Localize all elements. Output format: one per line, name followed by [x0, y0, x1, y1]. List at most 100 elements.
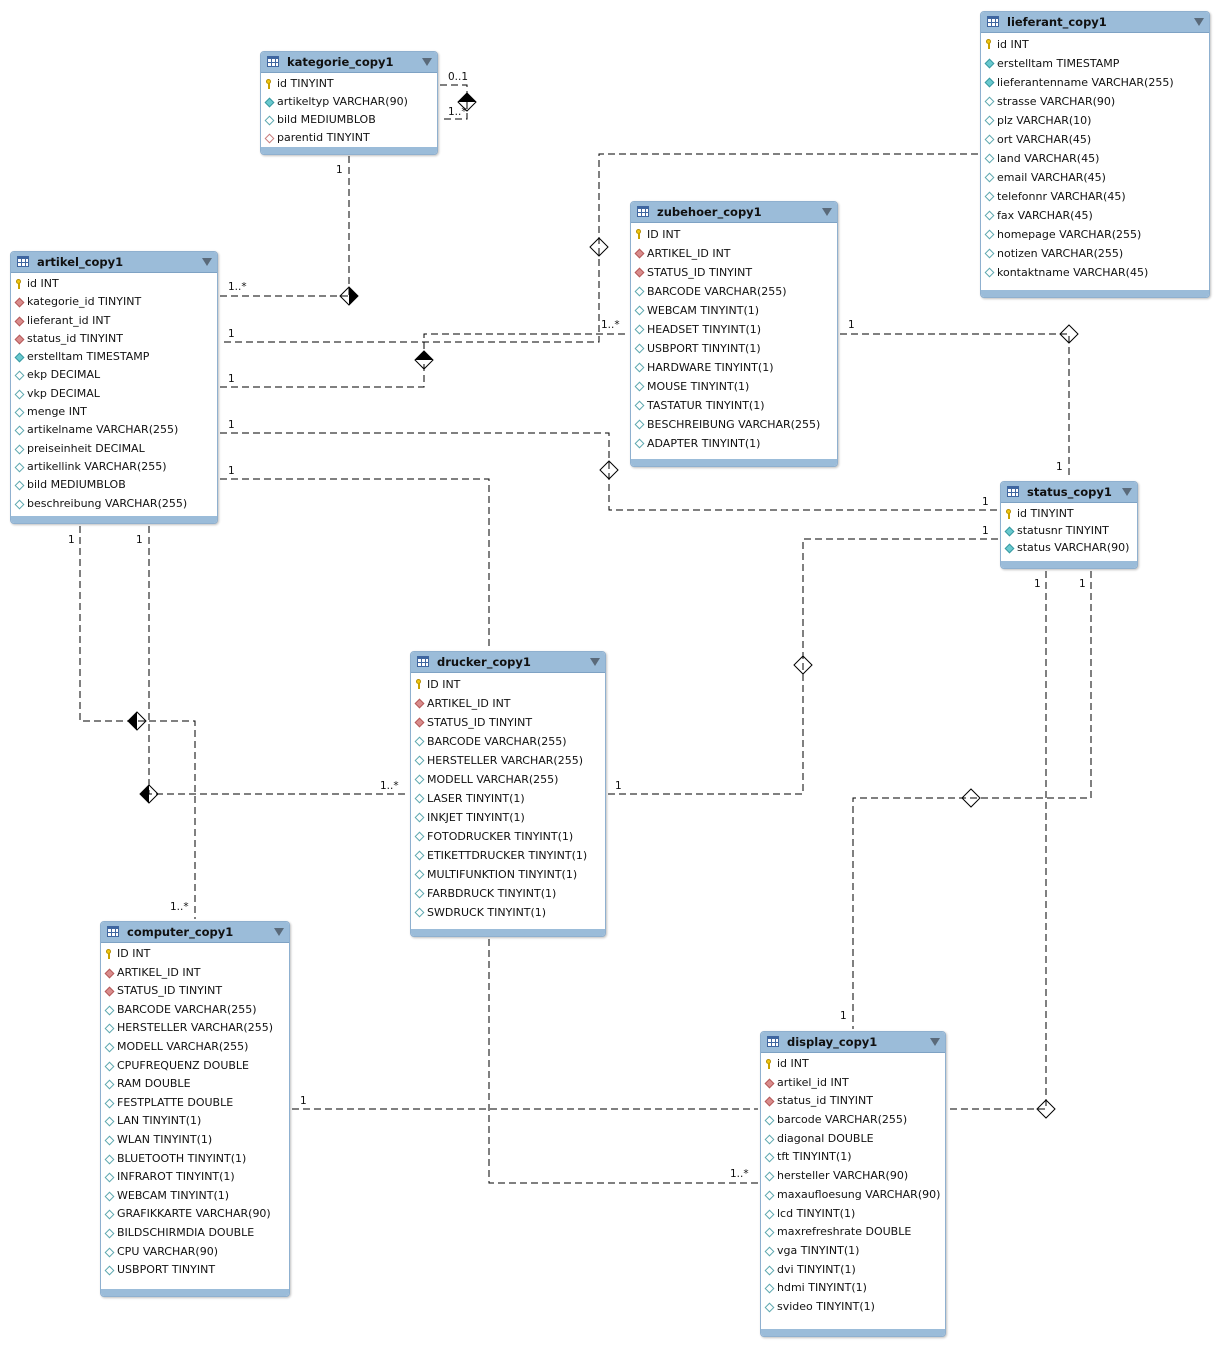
- column-row[interactable]: WLAN TINYINT(1): [101, 1131, 289, 1150]
- table-header[interactable]: drucker_copy1: [411, 652, 605, 673]
- column-row[interactable]: SWDRUCK TINYINT(1): [411, 903, 605, 922]
- column-row[interactable]: id TINYINT: [261, 75, 437, 93]
- column-row[interactable]: MODELL VARCHAR(255): [101, 1038, 289, 1057]
- column-row[interactable]: statusnr TINYINT: [1001, 522, 1137, 539]
- column-row[interactable]: INKJET TINYINT(1): [411, 808, 605, 827]
- column-row[interactable]: MODELL VARCHAR(255): [411, 770, 605, 789]
- column-row[interactable]: BARCODE VARCHAR(255): [411, 732, 605, 751]
- column-row[interactable]: maxaufloesung VARCHAR(90): [761, 1186, 945, 1205]
- column-row[interactable]: WEBCAM TINYINT(1): [631, 301, 837, 320]
- collapse-arrow-icon[interactable]: [822, 208, 832, 216]
- column-row[interactable]: dvi TINYINT(1): [761, 1261, 945, 1280]
- column-row[interactable]: STATUS_ID TINYINT: [631, 263, 837, 282]
- column-row[interactable]: USBPORT TINYINT: [101, 1261, 289, 1280]
- column-row[interactable]: lieferantenname VARCHAR(255): [981, 73, 1209, 92]
- column-row[interactable]: land VARCHAR(45): [981, 149, 1209, 168]
- collapse-arrow-icon[interactable]: [930, 1038, 940, 1046]
- column-row[interactable]: WEBCAM TINYINT(1): [101, 1187, 289, 1206]
- column-row[interactable]: kontaktname VARCHAR(45): [981, 263, 1209, 282]
- column-row[interactable]: MULTIFUNKTION TINYINT(1): [411, 865, 605, 884]
- column-row[interactable]: fax VARCHAR(45): [981, 206, 1209, 225]
- column-row[interactable]: id INT: [11, 275, 217, 293]
- column-row[interactable]: artikeltyp VARCHAR(90): [261, 93, 437, 111]
- column-row[interactable]: USBPORT TINYINT(1): [631, 339, 837, 358]
- column-row[interactable]: status_id TINYINT: [761, 1092, 945, 1111]
- column-row[interactable]: id INT: [981, 35, 1209, 54]
- column-row[interactable]: artikel_id INT: [761, 1074, 945, 1093]
- column-row[interactable]: vkp DECIMAL: [11, 385, 217, 403]
- column-row[interactable]: BILDSCHIRMDIA DOUBLE: [101, 1224, 289, 1243]
- column-row[interactable]: beschreibung VARCHAR(255): [11, 495, 217, 513]
- column-row[interactable]: HERSTELLER VARCHAR(255): [411, 751, 605, 770]
- column-row[interactable]: artikellink VARCHAR(255): [11, 458, 217, 476]
- column-row[interactable]: id INT: [761, 1055, 945, 1074]
- column-row[interactable]: plz VARCHAR(10): [981, 111, 1209, 130]
- column-row[interactable]: telefonnr VARCHAR(45): [981, 187, 1209, 206]
- column-row[interactable]: lcd TINYINT(1): [761, 1205, 945, 1224]
- column-row[interactable]: erstelltam TIMESTAMP: [11, 348, 217, 366]
- collapse-arrow-icon[interactable]: [1194, 18, 1204, 26]
- column-row[interactable]: vga TINYINT(1): [761, 1242, 945, 1261]
- collapse-arrow-icon[interactable]: [202, 258, 212, 266]
- column-row[interactable]: ARTIKEL_ID INT: [631, 244, 837, 263]
- column-row[interactable]: ARTIKEL_ID INT: [101, 964, 289, 983]
- column-row[interactable]: ekp DECIMAL: [11, 366, 217, 384]
- column-row[interactable]: ID INT: [101, 945, 289, 964]
- collapse-arrow-icon[interactable]: [422, 58, 432, 66]
- column-row[interactable]: bild MEDIUMBLOB: [261, 111, 437, 129]
- column-row[interactable]: RAM DOUBLE: [101, 1075, 289, 1094]
- column-row[interactable]: menge INT: [11, 403, 217, 421]
- column-row[interactable]: TASTATUR TINYINT(1): [631, 396, 837, 415]
- column-row[interactable]: ID INT: [411, 675, 605, 694]
- column-row[interactable]: parentid TINYINT: [261, 129, 437, 147]
- column-row[interactable]: maxrefreshrate DOUBLE: [761, 1223, 945, 1242]
- column-row[interactable]: preiseinheit DECIMAL: [11, 440, 217, 458]
- column-row[interactable]: kategorie_id TINYINT: [11, 293, 217, 311]
- column-row[interactable]: diagonal DOUBLE: [761, 1130, 945, 1149]
- column-row[interactable]: erstelltam TIMESTAMP: [981, 54, 1209, 73]
- column-row[interactable]: ARTIKEL_ID INT: [411, 694, 605, 713]
- column-row[interactable]: FESTPLATTE DOUBLE: [101, 1094, 289, 1113]
- table-header[interactable]: display_copy1: [761, 1032, 945, 1053]
- column-row[interactable]: svideo TINYINT(1): [761, 1298, 945, 1317]
- column-row[interactable]: homepage VARCHAR(255): [981, 225, 1209, 244]
- column-row[interactable]: HEADSET TINYINT(1): [631, 320, 837, 339]
- column-row[interactable]: ort VARCHAR(45): [981, 130, 1209, 149]
- column-row[interactable]: CPU VARCHAR(90): [101, 1243, 289, 1262]
- table-header[interactable]: status_copy1: [1001, 482, 1137, 503]
- column-row[interactable]: email VARCHAR(45): [981, 168, 1209, 187]
- column-row[interactable]: STATUS_ID TINYINT: [411, 713, 605, 732]
- column-row[interactable]: notizen VARCHAR(255): [981, 244, 1209, 263]
- table-header[interactable]: computer_copy1: [101, 922, 289, 943]
- column-row[interactable]: ETIKETTDRUCKER TINYINT(1): [411, 846, 605, 865]
- column-row[interactable]: lieferant_id INT: [11, 312, 217, 330]
- column-row[interactable]: STATUS_ID TINYINT: [101, 982, 289, 1001]
- column-row[interactable]: tft TINYINT(1): [761, 1148, 945, 1167]
- column-row[interactable]: BLUETOOTH TINYINT(1): [101, 1150, 289, 1169]
- column-row[interactable]: status_id TINYINT: [11, 330, 217, 348]
- table-header[interactable]: kategorie_copy1: [261, 52, 437, 73]
- collapse-arrow-icon[interactable]: [274, 928, 284, 936]
- column-row[interactable]: HARDWARE TINYINT(1): [631, 358, 837, 377]
- column-row[interactable]: FARBDRUCK TINYINT(1): [411, 884, 605, 903]
- column-row[interactable]: bild MEDIUMBLOB: [11, 476, 217, 494]
- column-row[interactable]: CPUFREQUENZ DOUBLE: [101, 1057, 289, 1076]
- table-header[interactable]: zubehoer_copy1: [631, 202, 837, 223]
- column-row[interactable]: barcode VARCHAR(255): [761, 1111, 945, 1130]
- collapse-arrow-icon[interactable]: [590, 658, 600, 666]
- column-row[interactable]: ID INT: [631, 225, 837, 244]
- column-row[interactable]: BESCHREIBUNG VARCHAR(255): [631, 415, 837, 434]
- column-row[interactable]: id TINYINT: [1001, 505, 1137, 522]
- column-row[interactable]: artikelname VARCHAR(255): [11, 421, 217, 439]
- column-row[interactable]: status VARCHAR(90): [1001, 539, 1137, 556]
- column-row[interactable]: ADAPTER TINYINT(1): [631, 434, 837, 453]
- collapse-arrow-icon[interactable]: [1122, 488, 1132, 496]
- column-row[interactable]: INFRAROT TINYINT(1): [101, 1168, 289, 1187]
